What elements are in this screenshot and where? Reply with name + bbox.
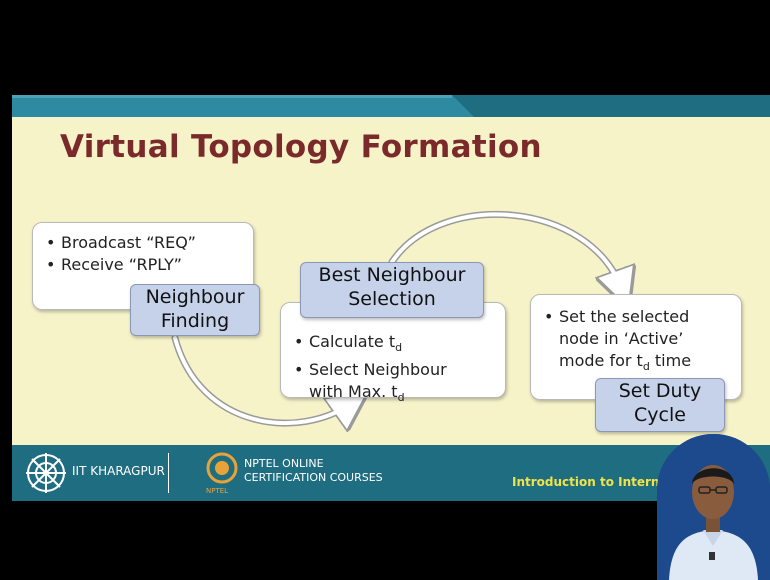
- iit-logo-icon: [26, 453, 66, 493]
- neighbour-finding-label: Neighbour Finding: [130, 284, 260, 336]
- nptel-line-1: NPTEL ONLINE: [244, 457, 324, 470]
- footer-bar: IIT KHARAGPUR NPTEL NPTEL ONLINE CERTIFI…: [12, 445, 770, 501]
- nptel-logo-text: NPTEL: [206, 487, 229, 495]
- best-neighbour-selection-label: Best Neighbour Selection: [300, 262, 484, 318]
- set-duty-cycle-label: Set Duty Cycle: [595, 378, 725, 432]
- list-item: Select Neighbour with Max. td: [291, 359, 505, 409]
- list-item: Receive “RPLY”: [43, 254, 253, 276]
- nptel-line-2: CERTIFICATION COURSES: [244, 471, 383, 484]
- institute-name: IIT KHARAGPUR: [72, 464, 165, 478]
- list-item: Broadcast “REQ”: [43, 232, 253, 254]
- list-item: Set the selected node in ‘Active’ mode f…: [541, 306, 731, 378]
- course-title: Introduction to Internet o: [512, 475, 686, 489]
- presenter-video: [657, 434, 770, 580]
- nptel-logo-icon: [206, 452, 238, 484]
- slide-title: Virtual Topology Formation: [60, 129, 542, 165]
- presenter-silhouette-icon: [657, 434, 770, 580]
- list-item: Calculate td: [291, 331, 505, 359]
- footer-divider: [168, 453, 169, 493]
- header-bar: [12, 95, 770, 117]
- best-neighbour-box: Calculate td Select Neighbour with Max. …: [280, 302, 506, 404]
